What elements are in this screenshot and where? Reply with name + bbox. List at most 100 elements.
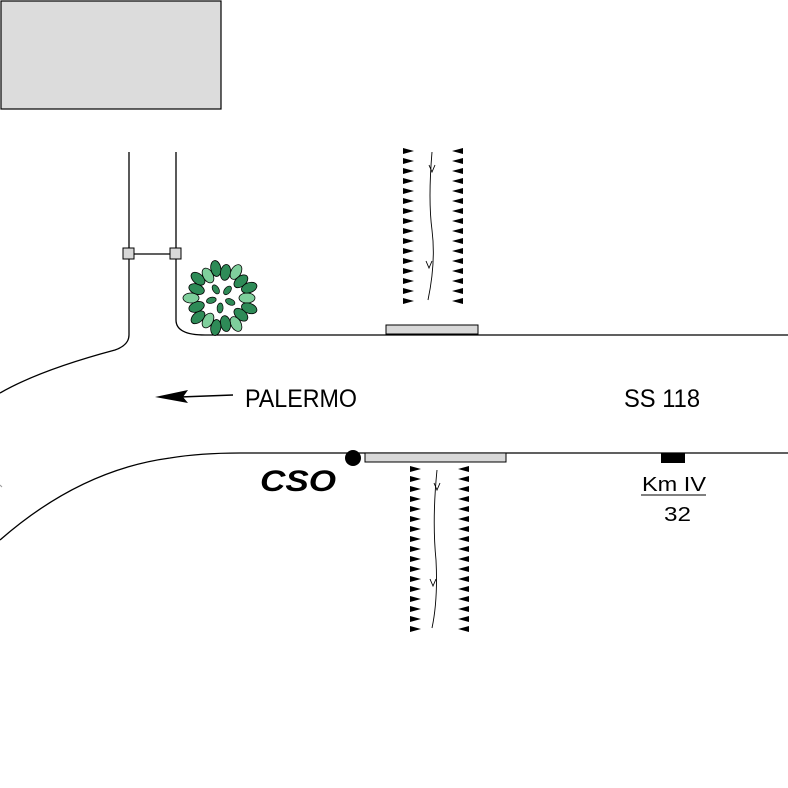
direction-arrow-icon	[155, 390, 234, 403]
tree-leaf	[241, 281, 258, 294]
bank-tick	[410, 606, 421, 612]
tree-leaf	[219, 315, 232, 332]
bank-tick	[458, 576, 469, 582]
bank-tick	[410, 466, 421, 472]
bank-tick	[410, 476, 421, 482]
tree-leaf	[229, 316, 243, 332]
bank-tick	[410, 626, 421, 632]
gate-post-right	[169, 247, 182, 260]
bank-tick	[410, 506, 421, 512]
flow-line	[431, 469, 438, 629]
bank-tick	[458, 586, 469, 592]
bank-tick	[403, 258, 414, 264]
bank-tick	[452, 248, 463, 254]
km-marker-value: 32	[664, 504, 691, 526]
bank-tick	[458, 616, 469, 622]
bank-tick	[452, 278, 463, 284]
flow-arrow-icon	[433, 482, 441, 492]
bank-tick	[452, 228, 463, 234]
bank-tick	[410, 586, 421, 592]
bank-tick	[452, 208, 463, 214]
bank-tick	[410, 486, 421, 492]
bank-tick	[410, 616, 421, 622]
bank-tick	[458, 556, 469, 562]
gate	[122, 247, 182, 260]
watercourse-south	[410, 466, 469, 632]
gate-post-left	[122, 247, 135, 260]
tree-leaf	[190, 310, 206, 325]
bridge-north	[385, 324, 479, 335]
tree-leaf	[211, 284, 220, 295]
site-label: CSO	[260, 465, 336, 498]
road-label: SS 118	[624, 385, 700, 413]
bank-tick	[452, 148, 463, 154]
bank-tick	[458, 466, 469, 472]
bank-tick	[458, 496, 469, 502]
bank-tick	[452, 168, 463, 174]
bank-tick	[458, 546, 469, 552]
bank-tick	[452, 218, 463, 224]
site-marker	[345, 450, 361, 466]
bank-tick	[458, 626, 469, 632]
bank-tick	[452, 238, 463, 244]
bank-tick	[403, 148, 414, 154]
flow-line	[427, 151, 434, 301]
bank-tick	[452, 158, 463, 164]
tree-leaf	[225, 298, 236, 306]
bank-tick	[410, 536, 421, 542]
tree-leaf	[206, 296, 217, 304]
flow-arrow-icon	[428, 164, 436, 174]
tree-leaf	[238, 292, 256, 304]
bank-tick	[403, 168, 414, 174]
bank-tick	[403, 158, 414, 164]
tree-leaf	[210, 260, 222, 277]
bank-tick	[452, 178, 463, 184]
tree-icon	[182, 260, 258, 336]
bank-tick	[410, 576, 421, 582]
bank-tick	[458, 526, 469, 532]
bank-tick	[410, 496, 421, 502]
watercourse-north	[403, 148, 463, 304]
tree-leaf	[210, 319, 222, 336]
bank-tick	[403, 198, 414, 204]
bank-tick	[458, 536, 469, 542]
bank-tick	[403, 188, 414, 194]
bank-tick	[403, 218, 414, 224]
tree-leaf	[241, 302, 258, 315]
flow-arrow-icon	[429, 578, 437, 588]
bank-tick	[410, 556, 421, 562]
bank-tick	[452, 188, 463, 194]
bank-tick	[458, 506, 469, 512]
bank-tick	[403, 298, 414, 304]
bank-tick	[403, 278, 414, 284]
tree-leaf	[223, 285, 232, 296]
bank-tick	[410, 566, 421, 572]
tree-leaf	[229, 264, 243, 280]
bank-tick	[403, 178, 414, 184]
bank-tick	[458, 596, 469, 602]
road-edge-south	[0, 452, 788, 541]
bank-tick	[458, 486, 469, 492]
tree-leaf	[190, 271, 206, 286]
bank-tick	[403, 288, 414, 294]
bridge-south	[364, 452, 507, 463]
bank-tick	[403, 248, 414, 254]
bank-tick	[458, 566, 469, 572]
bank-tick	[452, 268, 463, 274]
km-marker	[661, 453, 685, 463]
bank-tick	[452, 258, 463, 264]
km-marker-label: Km IV	[642, 474, 707, 496]
bank-tick	[403, 238, 414, 244]
bank-tick	[452, 298, 463, 304]
bank-tick	[410, 596, 421, 602]
direction-label: PALERMO	[245, 385, 357, 413]
building	[0, 0, 222, 110]
bank-tick	[410, 516, 421, 522]
bank-tick	[410, 546, 421, 552]
bank-tick	[403, 208, 414, 214]
bank-tick	[452, 288, 463, 294]
tree-leaf	[219, 264, 232, 281]
flow-arrow-icon	[425, 260, 433, 270]
bank-tick	[403, 268, 414, 274]
